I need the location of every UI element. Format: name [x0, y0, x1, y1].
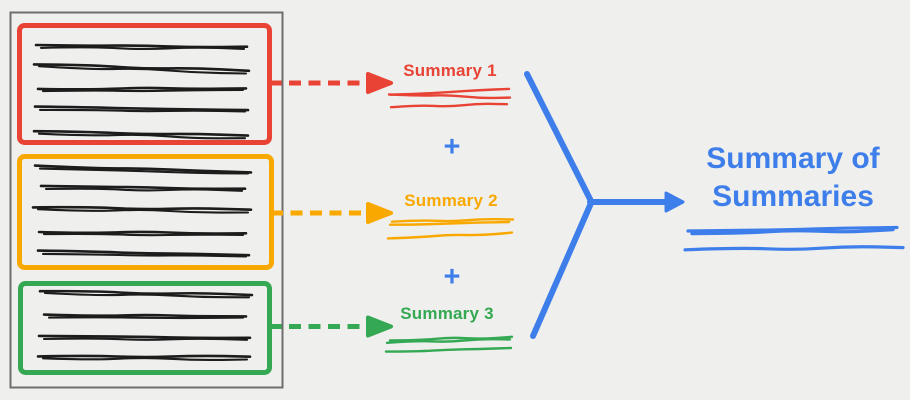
merge-arrow-head-icon	[664, 191, 685, 213]
sketch-stroke	[42, 313, 248, 318]
arrow-head-red-icon	[366, 72, 393, 94]
document-section-red-box	[17, 23, 272, 145]
summary-1-scribble	[387, 87, 512, 109]
plus-sign-bottom: +	[443, 261, 461, 293]
sketch-stroke	[690, 228, 895, 236]
arrow-head-orange-icon	[366, 202, 393, 224]
sketch-stroke	[385, 337, 512, 344]
document-outline	[9, 11, 284, 389]
sketch-stroke	[388, 220, 511, 226]
summary-2-scribble	[386, 217, 515, 240]
merge-line-top	[524, 71, 595, 205]
sketch-stroke	[38, 167, 250, 175]
result-scribble	[683, 225, 905, 252]
sketch-stroke	[36, 208, 250, 214]
sketch-stroke	[44, 187, 244, 192]
sketch-stroke	[38, 108, 247, 113]
plus-sign-top: +	[443, 131, 461, 163]
sketch-stroke	[36, 354, 252, 359]
sketch-stroke	[47, 316, 245, 320]
sketch-stroke	[42, 337, 249, 341]
sketch-stroke	[389, 102, 509, 109]
sketch-stroke	[37, 132, 247, 140]
sketch-stroke	[37, 65, 248, 75]
sketch-stroke	[390, 217, 515, 223]
sketch-stroke	[683, 245, 905, 252]
summary-2-label: Summary 2	[404, 191, 498, 210]
merge-line-bottom	[530, 199, 595, 339]
sketch-stroke	[384, 346, 513, 353]
summary-1-label: Summary 1	[403, 61, 497, 80]
sketch-stroke	[387, 93, 512, 100]
document-text-scribbles	[31, 43, 254, 362]
summary-3-label: Summary 3	[400, 304, 494, 323]
sketch-stroke	[37, 230, 248, 235]
sketch-stroke	[33, 164, 253, 174]
sketch-stroke	[43, 291, 251, 299]
sketch-stroke	[386, 231, 514, 240]
sketch-stroke	[41, 356, 249, 362]
sketch-stroke	[39, 46, 246, 50]
sketch-stroke	[388, 87, 511, 96]
sketch-stroke	[32, 129, 250, 137]
sketch-stroke	[41, 252, 248, 258]
sketch-stroke	[41, 88, 245, 93]
sketch-stroke	[36, 249, 251, 257]
summary-3-scribble	[384, 335, 514, 353]
sketch-stroke	[42, 232, 245, 237]
sketch-stroke	[36, 86, 248, 91]
sketch-stroke	[38, 289, 254, 297]
arrow-head-green-icon	[366, 315, 393, 338]
sketch-stroke	[33, 105, 250, 112]
summary-of-summaries-label: Summary of Summaries	[706, 142, 880, 213]
